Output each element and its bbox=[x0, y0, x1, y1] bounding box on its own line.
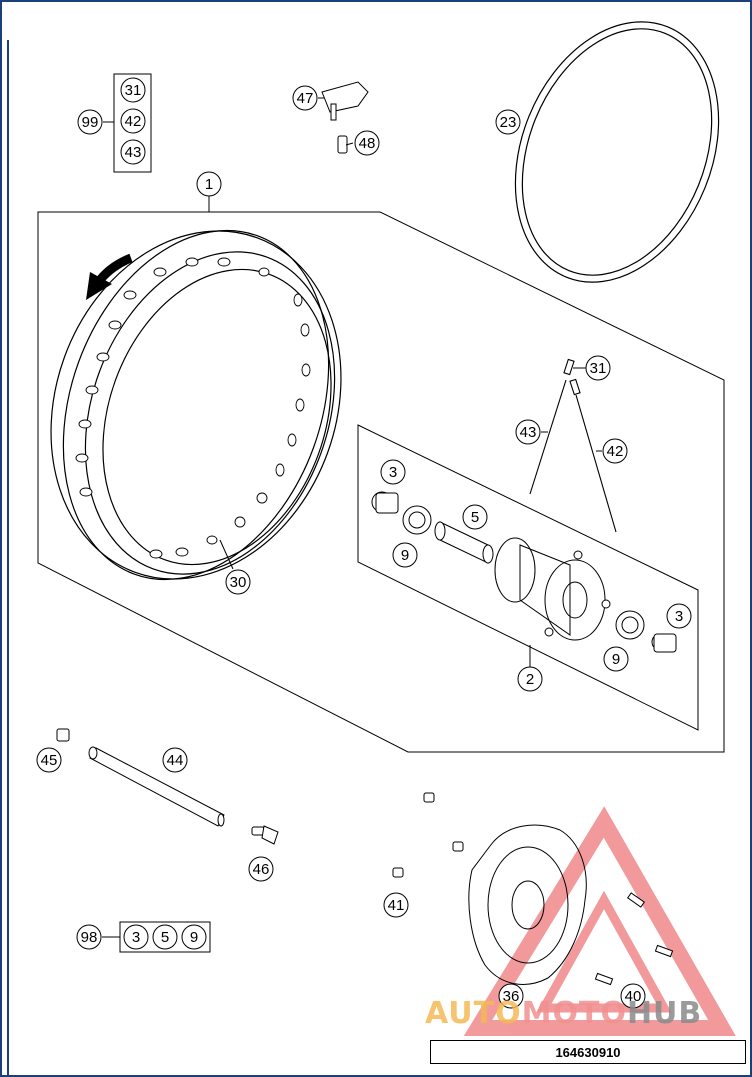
rim-drawing bbox=[50, 229, 342, 581]
callout-3-left: 3 bbox=[380, 459, 406, 485]
spoke-drawing bbox=[529, 358, 617, 533]
svg-text:9: 9 bbox=[612, 651, 620, 668]
svg-text:5: 5 bbox=[161, 929, 169, 946]
disc-bolts-drawing bbox=[392, 792, 674, 986]
callout-98-item-9: 9 bbox=[181, 924, 207, 950]
callout-9-right: 9 bbox=[603, 646, 629, 672]
callout-5: 5 bbox=[462, 504, 488, 530]
svg-text:31: 31 bbox=[590, 360, 607, 377]
callout-99-item-31: 31 bbox=[120, 77, 146, 103]
svg-text:3: 3 bbox=[675, 608, 683, 625]
watermark-text-logo: AUTOMOTOHUB bbox=[425, 996, 702, 1031]
callout-9-left: 9 bbox=[392, 542, 418, 568]
drawing-number: 164630910 bbox=[555, 1044, 621, 1060]
callout-1: 1 bbox=[196, 171, 222, 197]
svg-text:46: 46 bbox=[253, 861, 270, 878]
wheel-assembly-panel bbox=[37, 211, 725, 753]
watermark-part-hub: HUB bbox=[626, 996, 703, 1031]
callout-47: 47 bbox=[292, 85, 318, 111]
svg-text:48: 48 bbox=[359, 135, 376, 152]
svg-text:36: 36 bbox=[503, 988, 520, 1005]
svg-text:43: 43 bbox=[125, 144, 142, 161]
callout-98-item-3: 3 bbox=[123, 924, 149, 950]
callout-2: 2 bbox=[517, 666, 543, 692]
callout-40: 40 bbox=[620, 983, 646, 1009]
callout-23: 23 bbox=[495, 109, 521, 135]
hub-parts-drawing bbox=[371, 491, 677, 653]
callout-41: 41 bbox=[383, 892, 409, 918]
callout-48: 48 bbox=[354, 130, 380, 156]
svg-text:23: 23 bbox=[500, 114, 517, 131]
callout-43-spoke: 43 bbox=[515, 419, 541, 445]
svg-text:45: 45 bbox=[41, 752, 58, 769]
callout-99-item-42: 42 bbox=[120, 108, 146, 134]
leader-lines bbox=[102, 73, 602, 953]
callout-30: 30 bbox=[225, 569, 251, 595]
svg-text:99: 99 bbox=[82, 114, 99, 131]
svg-text:41: 41 bbox=[388, 897, 405, 914]
callout-44: 44 bbox=[162, 747, 188, 773]
watermark-part-moto: MOTO bbox=[521, 996, 627, 1031]
axle-drawing bbox=[56, 728, 279, 845]
svg-text:47: 47 bbox=[297, 90, 314, 107]
brake-disc-drawing bbox=[468, 824, 587, 985]
tire-drawing bbox=[514, 21, 720, 283]
callout-46: 46 bbox=[248, 856, 274, 882]
rotation-direction-arrow-icon bbox=[86, 253, 133, 300]
svg-text:44: 44 bbox=[167, 752, 184, 769]
callout-98: 98 bbox=[76, 924, 102, 950]
svg-text:42: 42 bbox=[125, 113, 142, 130]
callout-3-right: 3 bbox=[666, 603, 692, 629]
callout-36: 36 bbox=[498, 983, 524, 1009]
svg-text:3: 3 bbox=[132, 929, 140, 946]
valve-cap-drawing bbox=[321, 81, 369, 154]
watermark-triangle-logo bbox=[463, 806, 736, 1036]
svg-text:30: 30 bbox=[230, 574, 247, 591]
callout-42-spoke: 42 bbox=[602, 438, 628, 464]
rim-spoke-holes bbox=[75, 257, 311, 559]
svg-text:31: 31 bbox=[125, 82, 142, 99]
callout-31-spoke: 31 bbox=[585, 355, 611, 381]
svg-text:9: 9 bbox=[190, 929, 198, 946]
svg-text:2: 2 bbox=[526, 671, 534, 688]
callout-99-item-43: 43 bbox=[120, 139, 146, 165]
svg-text:9: 9 bbox=[401, 547, 409, 564]
callout-45: 45 bbox=[36, 747, 62, 773]
svg-text:40: 40 bbox=[625, 988, 642, 1005]
svg-text:5: 5 bbox=[471, 509, 479, 526]
callout-99: 99 bbox=[77, 109, 103, 135]
svg-text:1: 1 bbox=[205, 176, 213, 193]
svg-text:43: 43 bbox=[520, 424, 537, 441]
svg-text:98: 98 bbox=[81, 929, 98, 946]
callout-98-item-5: 5 bbox=[152, 924, 178, 950]
svg-text:42: 42 bbox=[607, 443, 624, 460]
watermark-part-auto: AUTO bbox=[425, 996, 522, 1031]
drawing-number-box: 164630910 bbox=[430, 1040, 746, 1064]
svg-text:3: 3 bbox=[389, 464, 397, 481]
hub-assembly-panel bbox=[357, 424, 699, 731]
